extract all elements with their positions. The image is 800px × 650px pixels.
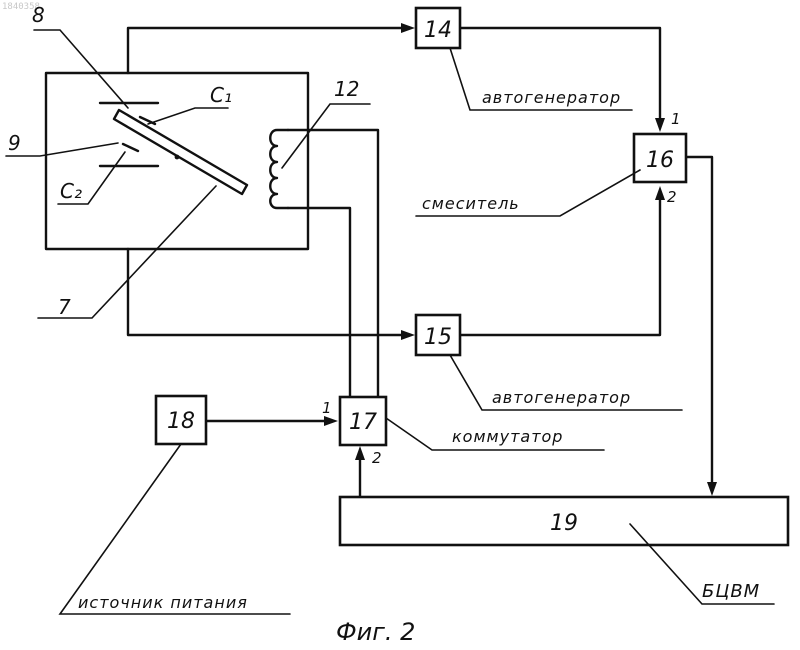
wire-coil-17-b [288,208,350,396]
wire-15-16 [460,196,660,335]
label-commutator: коммутатор [452,427,563,446]
arrow-to-15 [401,330,415,340]
block-14-label: 14 [424,18,452,43]
coil [270,130,288,208]
part-7-label: 7 [58,295,71,319]
electrode-c2 [123,144,138,151]
pendulum-plate [114,110,247,194]
leader-8 [34,30,128,108]
commutator-port-2: 2 [372,449,382,467]
part-12-label: 12 [334,77,359,101]
part-c1-label: C₁ [210,83,232,107]
block-15-label: 15 [424,325,452,350]
pendulum-pivot [175,155,180,160]
mixer-port-2: 2 [667,188,677,206]
part-9-label: 9 [8,131,21,155]
block-16-label: 16 [646,148,674,173]
commutator-port-1: 1 [322,399,332,417]
figure-caption: Фиг. 2 [336,618,415,646]
block-18-label: 18 [167,409,195,434]
leader-c1 [148,108,228,124]
mixer-port-1: 1 [671,110,681,128]
arrow-to-16-in2 [655,186,665,200]
leader-9 [6,143,118,156]
wire-16-19 [686,157,712,484]
arrow-to-14 [401,23,415,33]
label-computer: БЦВМ [702,581,760,602]
leader-12 [282,104,370,168]
wire-14-16 [460,28,660,122]
block-19-label: 19 [550,511,578,536]
sensor-housing [46,73,308,249]
arrow-to-19 [707,482,717,496]
wire-coil-17-a [288,130,378,396]
label-autogenerator-top: автогенератор [482,88,621,107]
arrow-to-17-in2 [355,446,365,460]
part-c2-label: C₂ [60,179,82,203]
label-mixer: смеситель [422,194,520,213]
label-power-source: источник питания [78,593,248,612]
arrow-to-17-in1 [324,416,338,426]
block-17-label: 17 [349,410,377,435]
part-8-label: 8 [32,3,45,27]
leader-power-source [60,444,290,614]
wire-to-15 [128,249,405,335]
label-autogenerator-bottom: автогенератор [492,388,631,407]
arrow-to-16-in1 [655,118,665,132]
wire-to-14 [128,28,405,73]
